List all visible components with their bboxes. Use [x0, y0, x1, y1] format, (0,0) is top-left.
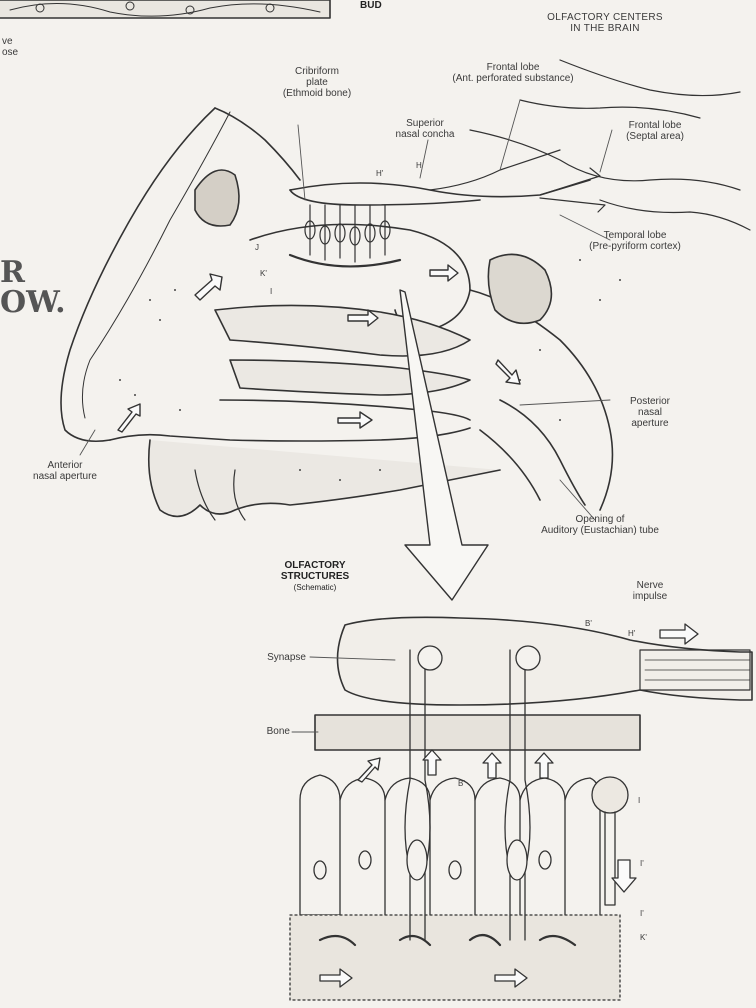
synapse-label: Synapse [230, 652, 306, 663]
letter-b2: B' [458, 778, 465, 789]
frontal-lobe-label-1: Frontal lobe(Ant. perforated substance) [418, 62, 608, 84]
letter-h1: H' [376, 168, 383, 179]
letter-i4: I' [640, 908, 644, 919]
letter-i2: I [638, 795, 640, 806]
temporal-lobe-label: Temporal lobe(Pre-pyriform cortex) [565, 230, 705, 252]
olfactory-neurons-top [290, 205, 400, 266]
brain-outline [470, 60, 750, 230]
letter-i3: I' [640, 858, 644, 869]
bud-fragment: BUD [360, 0, 382, 11]
letter-h2: H [416, 160, 422, 171]
taste-bud-fragment [0, 0, 330, 18]
letter-k2: K' [640, 932, 647, 943]
letter-k1: K' [260, 268, 267, 279]
letter-j: J [255, 242, 259, 253]
letter-i: I [270, 286, 272, 297]
frontal-lobe-label-2: Frontal lobe(Septal area) [600, 120, 710, 142]
letter-h3: H' [628, 628, 635, 639]
schematic-bone [315, 715, 640, 750]
letter-b1: B' [585, 618, 592, 629]
nasal-cavity [61, 108, 612, 520]
bone-label: Bone [240, 726, 290, 737]
